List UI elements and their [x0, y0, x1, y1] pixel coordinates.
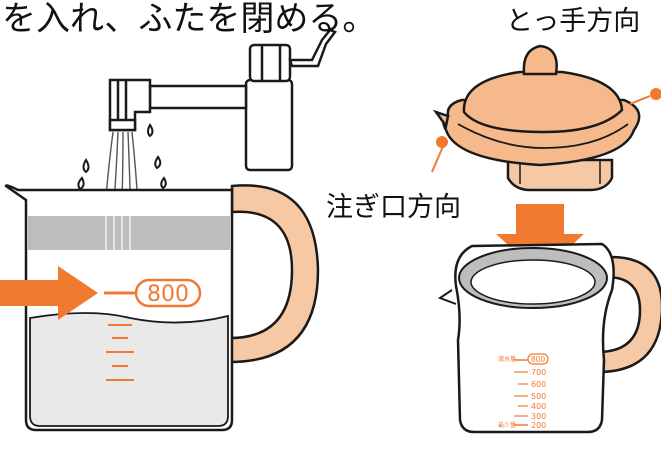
scale-label: 200 [531, 421, 546, 430]
instruction-text: を入れ、ふたを閉める。 [2, 0, 377, 39]
faucet [108, 28, 337, 172]
scale-label: 600 [531, 380, 546, 389]
faucet-lever [288, 28, 337, 68]
leader-lines [431, 88, 661, 173]
scale-label: 400 [531, 402, 546, 411]
scale-top-label: 800 [531, 355, 546, 364]
lid [432, 44, 641, 192]
pitcher-water [29, 312, 229, 427]
pitcher-left [4, 184, 320, 432]
faucet-top-block [248, 43, 292, 83]
min-water-label: 最少量 [498, 422, 516, 429]
max-water-label: 満水量 [498, 355, 516, 363]
fill-arrow [0, 266, 98, 320]
fill-mark: 800 [104, 278, 202, 308]
pitcher-band [28, 216, 230, 250]
pitcher-right [437, 242, 661, 434]
pitcher-scale-ticks [106, 324, 134, 381]
scale-label: 300 [531, 412, 546, 421]
handle-direction-label: とっ手方向 [506, 6, 641, 37]
faucet-arm [148, 84, 248, 110]
scale-label: 500 [531, 392, 546, 401]
fill-mark-label: 800 [147, 282, 189, 307]
faucet-body [244, 78, 294, 172]
pitcher-handle [228, 184, 320, 364]
spout-direction-label: 注ぎ口方向 [326, 192, 461, 223]
scale-label: 700 [531, 368, 546, 377]
pitcher-right-scale: 満水量 800 700 600 500 400 300 最少量 200 [498, 353, 549, 430]
